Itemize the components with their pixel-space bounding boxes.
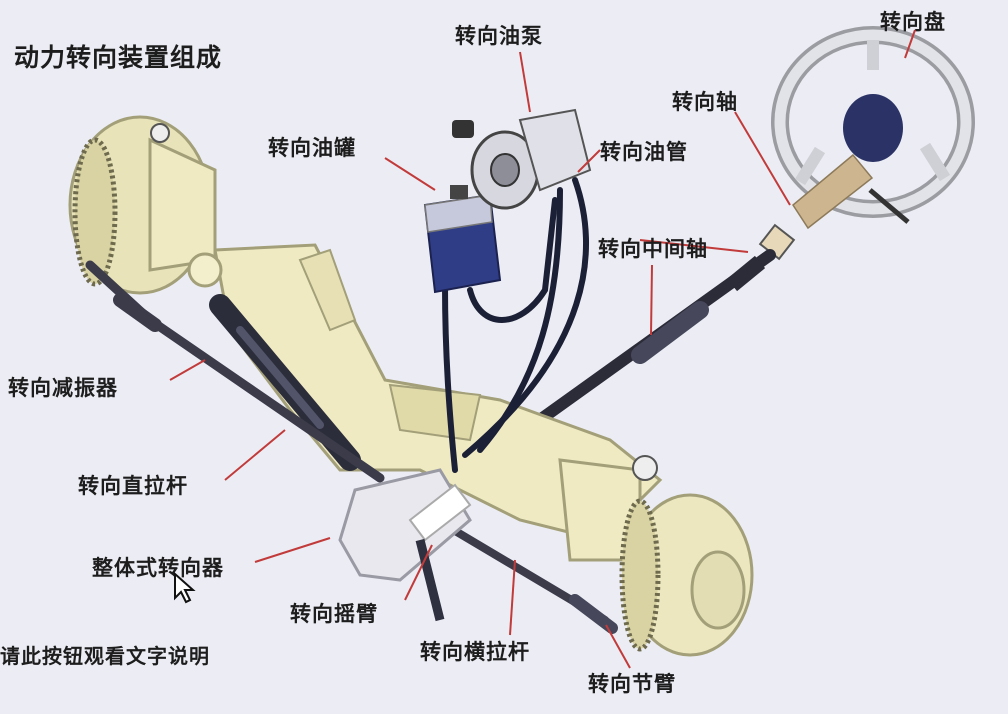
steering-wheel — [771, 26, 975, 230]
right-wheel — [558, 455, 754, 657]
label-steering-wheel: 转向盘 — [880, 10, 946, 34]
steering-damper — [209, 294, 361, 471]
label-oil-hose: 转向油管 — [600, 140, 688, 164]
steering-gear — [338, 468, 472, 622]
label-steering-gear: 整体式转向器 — [92, 556, 224, 580]
label-drag-link: 转向直拉杆 — [78, 474, 188, 498]
label-tie-rod: 转向横拉杆 — [420, 640, 530, 664]
mouse-pointer-icon — [174, 572, 196, 604]
oil-pump — [452, 108, 592, 210]
label-oil-pump: 转向油泵 — [455, 24, 543, 48]
label-knuckle-arm: 转向节臂 — [588, 672, 676, 696]
hydraulic-hoses — [442, 177, 590, 473]
label-oil-reservoir: 转向油罐 — [268, 136, 356, 160]
label-intermediate-shaft: 转向中间轴 — [598, 237, 708, 261]
oil-reservoir — [423, 185, 502, 294]
label-pitman-arm: 转向摇臂 — [290, 602, 378, 626]
label-steering-shaft: 转向轴 — [672, 90, 738, 114]
label-steering-damper: 转向减振器 — [8, 376, 118, 400]
leader-lines — [169, 29, 916, 669]
left-wheel — [68, 115, 223, 295]
explanation-button[interactable]: 请此按钮观看文字说明 — [0, 644, 210, 668]
diagram-title: 动力转向装置组成 — [14, 43, 223, 72]
